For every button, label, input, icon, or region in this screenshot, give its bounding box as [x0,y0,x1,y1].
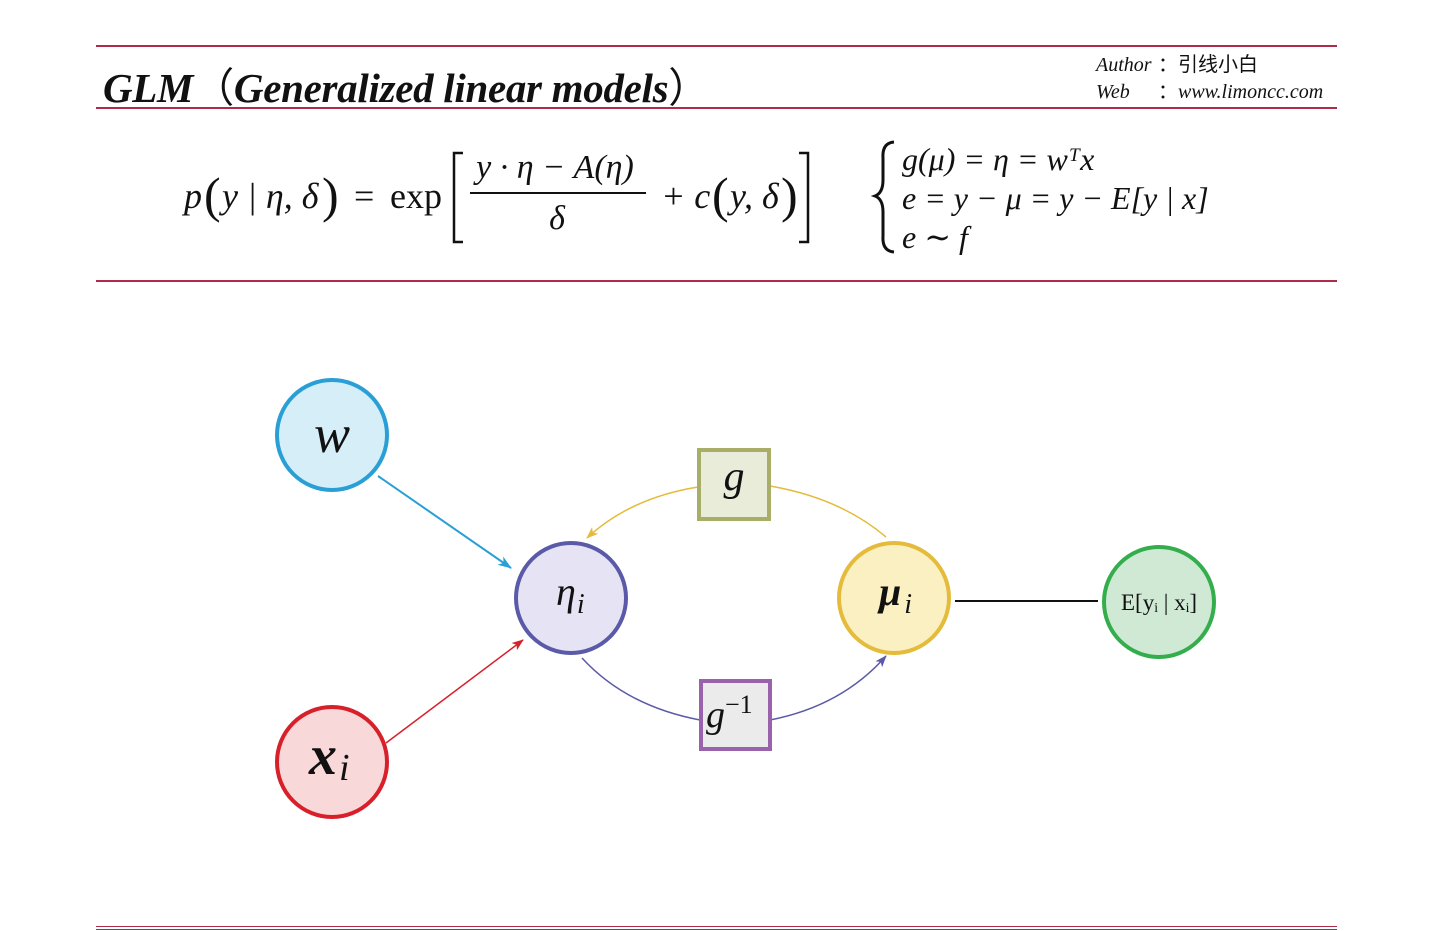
web-key: Web [1096,81,1130,103]
formula-exp: exp [390,176,442,216]
node-expectation: E[yᵢ | xᵢ] [1102,545,1216,659]
node-expectation-label: E[yᵢ | xᵢ] [1121,590,1197,615]
formula-lparen-2: ( [712,167,729,223]
node-w-circle [275,378,389,492]
page-title: GLM（Generalized linear models） [103,54,709,114]
title-sub: Generalized linear models [233,65,669,111]
author-block: Author ：引线小白 Web ：www.limoncc.com [1096,52,1323,106]
web-sep: ： [1158,81,1178,103]
web-link[interactable]: www.limoncc.com [1178,81,1324,103]
top-rule [96,45,1337,47]
formula-c-args: y, δ [727,176,780,216]
title-close-paren: ） [668,65,709,111]
node-x: xi [275,705,389,819]
formula-p: p [181,176,202,216]
node-w: w [275,378,389,492]
node-mu-sub: i [904,589,912,620]
box-g-inverse-rect [699,679,772,751]
edge-eta-ginv [581,657,701,721]
node-eta-circle [514,541,628,655]
bottom-rule-2 [96,929,1337,930]
formula-rule [96,280,1337,282]
title-open-paren: （ [193,65,234,111]
edge-w-eta [377,475,512,569]
formula-lhs-args: y | η, δ [219,176,320,216]
author-name: 引线小白 [1178,54,1258,76]
node-expectation-circle [1102,545,1216,659]
formula-denominator: δ [549,200,566,237]
formula-rparen-1: ) [322,167,339,223]
title-main: GLM [103,65,194,111]
box-g-rect [697,448,771,521]
node-mu-circle [837,541,951,655]
box-g-inverse-label: g−1 [706,690,753,736]
formula-eq: = [354,176,374,216]
formula-lparen-1: ( [204,167,221,223]
node-x-label: xi [308,725,350,789]
system-brace [870,140,895,254]
formula-numerator: y · η − A(η) [473,149,634,186]
box-g: g [697,448,771,521]
box-g-label: g [724,454,745,500]
formula-rparen-2: ) [781,167,798,223]
edge-mu-g [769,485,887,538]
node-eta-label: ηi [556,569,585,620]
author-sep: ： [1158,54,1178,76]
system-line-3: e ∼ f [902,219,972,255]
node-w-label: w [314,404,350,464]
box-g-inverse: g−1 [699,679,772,751]
edge-g-eta [586,486,699,539]
node-eta: ηi [514,541,628,655]
formula-lbracket [452,151,463,244]
node-x-sub: i [339,747,350,789]
edge-ginv-mu [769,655,887,721]
bottom-rule [96,926,1337,927]
node-mu-base: μ [877,569,901,614]
box-g-inverse-sup: −1 [725,690,753,719]
likelihood-formula: p ( y | η, δ ) = exp y · η − A(η) δ + c … [181,140,1209,255]
system-line-2: e = y − μ = y − E[y | x] [902,180,1209,216]
formula-rbracket [799,151,810,244]
header-rule [96,107,1337,109]
node-eta-sub: i [577,589,585,620]
node-x-base: x [308,725,337,787]
formula-plus-c: + c [661,176,710,216]
edge-x-eta [385,639,524,744]
node-x-circle [275,705,389,819]
node-eta-base: η [556,569,576,614]
author-key: Author [1096,54,1152,76]
box-g-inverse-base: g [706,694,725,736]
system-line-1: g(μ) = η = wᵀx [902,141,1094,177]
